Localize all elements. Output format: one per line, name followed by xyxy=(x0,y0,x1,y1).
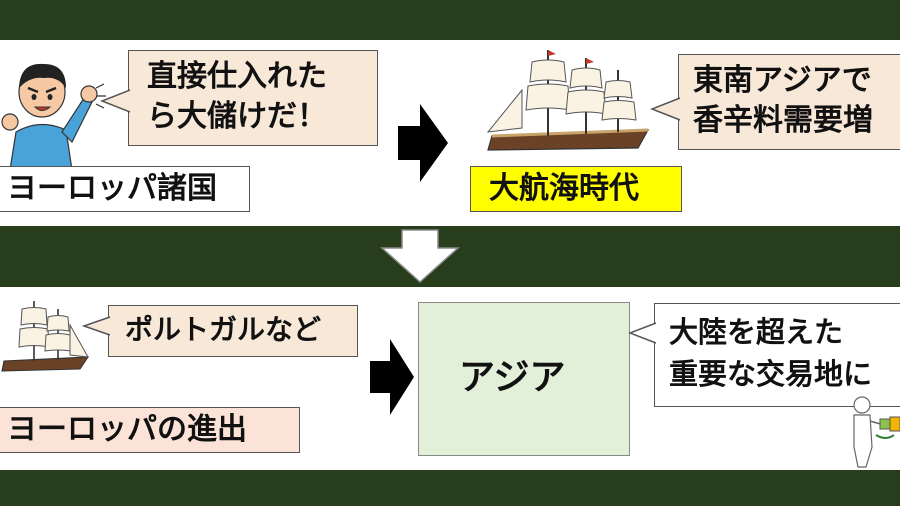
merchant-icon xyxy=(1,63,106,170)
europe-label: ヨーロッパ諸国 xyxy=(0,166,250,212)
top-panel: 直接仕入れた ら大儲けだ！ ヨーロッパ諸国 東南アジアで 香辛料需要増 xyxy=(0,40,900,226)
trade-hub-speech-bubble: 大陸を超えた 重要な交易地に xyxy=(654,303,900,407)
person-with-goods-icon xyxy=(853,396,900,468)
speech-bubble-tail xyxy=(100,89,131,113)
speech-line-2: ら大儲けだ！ xyxy=(147,99,327,134)
arrow-right-icon xyxy=(370,339,414,415)
speech-bubble-tail xyxy=(82,316,111,336)
speech-bubble-tail xyxy=(628,322,657,344)
sailing-ship-icon xyxy=(1,301,90,372)
demand-speech-bubble: 東南アジアで 香辛料需要増 xyxy=(678,54,900,150)
bottom-panel: ポルトガルなど ヨーロッパの進出 アジア 大陸を超えた 重要な交易地に xyxy=(0,287,900,470)
sailing-ship-icon xyxy=(486,50,650,151)
europe-advance-label: ヨーロッパの進出 xyxy=(0,407,300,453)
speech-bubble-tail xyxy=(650,97,681,121)
portugal-speech-bubble: ポルトガルなど xyxy=(108,305,358,357)
arrow-down-icon xyxy=(380,229,460,284)
merchant-speech-bubble: 直接仕入れた ら大儲けだ！ xyxy=(128,50,378,146)
age-of-exploration-label: 大航海時代 xyxy=(470,166,682,212)
arrow-right-icon xyxy=(398,104,448,182)
asia-box: アジア xyxy=(418,302,630,456)
speech-line-1: 直接仕入れた xyxy=(147,59,327,94)
